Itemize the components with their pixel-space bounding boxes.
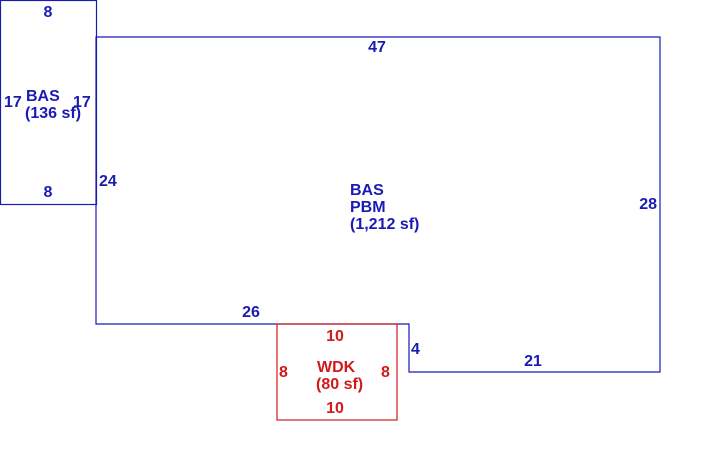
wdk-area: (80 sf) [316,376,363,393]
wdk-right-dim: 8 [381,364,390,381]
wdk-code: WDK [317,359,356,376]
bas-main-bottom-right-dim: 21 [524,353,542,370]
bas-main-bottom-left-dim: 26 [242,304,260,321]
bas-small-top-dim: 8 [44,4,53,21]
bas-main-code: BAS [350,182,384,199]
bas-main-right-dim: 28 [639,196,657,213]
bas-small-left-dim: 17 [4,94,22,111]
wdk-bottom-dim: 10 [326,400,344,417]
bas-main-top-dim: 47 [368,39,386,56]
bas-small-code: BAS [26,88,60,105]
wdk-outline [276,323,398,421]
bas-main-left-dim: 24 [99,173,117,190]
bas-main-notch-dim: 4 [411,341,420,358]
wdk-left-dim: 8 [279,364,288,381]
bas-main-outline [95,36,661,373]
bas-main-area: (1,212 sf) [350,216,419,233]
wdk-top-dim: 10 [326,328,344,345]
bas-small-area: (136 sf) [25,105,81,122]
bas-main-sub: PBM [350,199,386,216]
bas-small-right-dim: 17 [73,94,91,111]
bas-small-bottom-dim: 8 [44,184,53,201]
